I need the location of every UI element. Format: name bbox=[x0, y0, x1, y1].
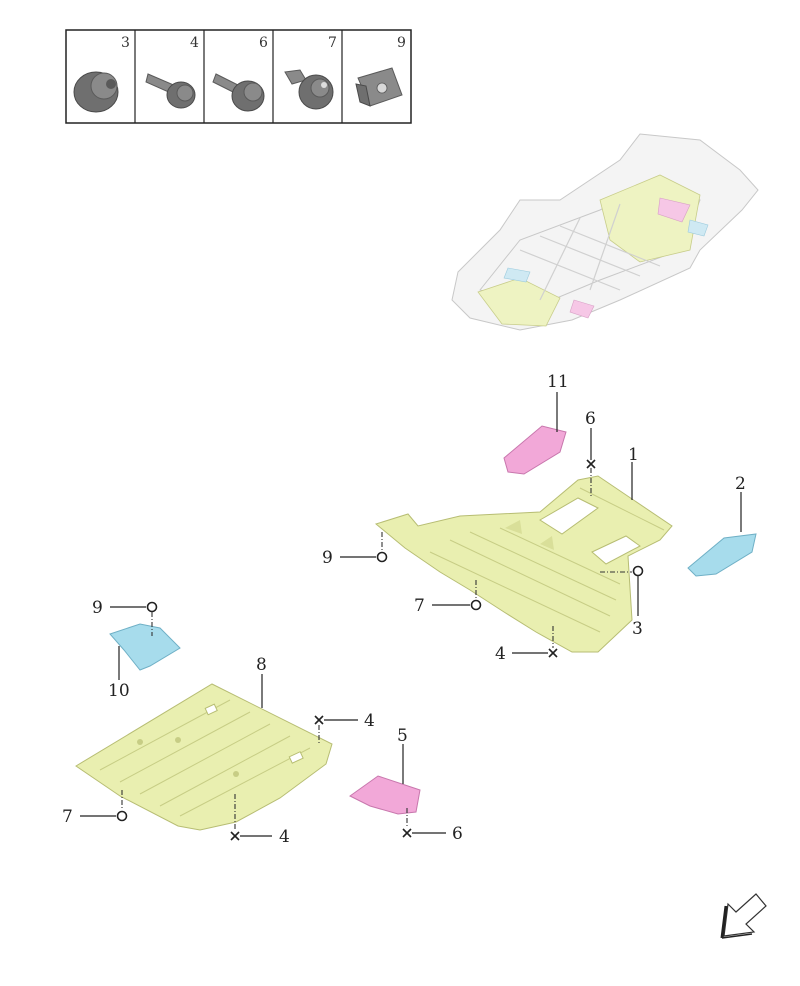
flange-bolt-icon bbox=[212, 73, 265, 112]
callout-9-left: 9 bbox=[92, 598, 103, 618]
callout-numbers: 11 6 1 2 9 3 7 4 9 10 8 4 5 7 4 6 bbox=[62, 372, 746, 847]
fastener-number-9: 9 bbox=[397, 35, 406, 51]
direction-arrow-icon bbox=[720, 893, 767, 939]
push-clip-icon bbox=[284, 69, 334, 110]
bolt-marker bbox=[230, 831, 240, 841]
callout-4-right: 4 bbox=[495, 644, 506, 664]
callout-leaders bbox=[80, 392, 742, 837]
trim-panel-2 bbox=[687, 533, 757, 577]
vehicle-underbody-overview bbox=[451, 133, 759, 331]
clip-nut-icon bbox=[355, 67, 403, 107]
trim-panel-10 bbox=[109, 623, 181, 671]
callout-4-mid: 4 bbox=[364, 711, 375, 731]
fastener-number-7: 7 bbox=[328, 35, 337, 51]
bolt-marker bbox=[402, 828, 412, 838]
callout-10: 10 bbox=[108, 681, 130, 701]
callout-6-bottom: 6 bbox=[452, 824, 463, 844]
clip-marker bbox=[116, 810, 128, 822]
callout-11: 11 bbox=[547, 372, 569, 392]
underbody-panel-front bbox=[75, 683, 333, 831]
bolt-marker bbox=[548, 648, 558, 658]
fastener-number-3: 3 bbox=[121, 35, 130, 51]
callout-1: 1 bbox=[628, 445, 639, 465]
nut-icon bbox=[73, 71, 119, 113]
underbody-panel-rear bbox=[374, 475, 673, 653]
clip-marker bbox=[632, 565, 644, 577]
callout-6-top: 6 bbox=[585, 409, 596, 429]
bolt-marker bbox=[314, 715, 324, 725]
callout-9-right: 9 bbox=[322, 548, 333, 568]
fastener-number-6: 6 bbox=[259, 35, 268, 51]
clip-marker bbox=[146, 601, 158, 613]
clip-marker bbox=[376, 551, 388, 563]
callout-7-right: 7 bbox=[414, 596, 425, 616]
callout-7-left: 7 bbox=[62, 807, 73, 827]
callout-4-bottom: 4 bbox=[279, 827, 290, 847]
fastener-markers bbox=[116, 459, 644, 841]
fastener-number-4: 4 bbox=[190, 35, 199, 51]
trim-panel-11 bbox=[503, 425, 567, 475]
callout-2: 2 bbox=[735, 474, 746, 494]
fastener-table-frame bbox=[65, 29, 412, 124]
callout-8: 8 bbox=[256, 655, 267, 675]
bolt-marker bbox=[586, 459, 596, 469]
callout-5: 5 bbox=[397, 726, 408, 746]
bolt-icon bbox=[145, 73, 196, 109]
fastener-table: 3 4 6 7 9 bbox=[65, 29, 412, 124]
callout-3: 3 bbox=[632, 619, 643, 639]
trim-panel-5 bbox=[349, 775, 421, 815]
clip-marker bbox=[470, 599, 482, 611]
